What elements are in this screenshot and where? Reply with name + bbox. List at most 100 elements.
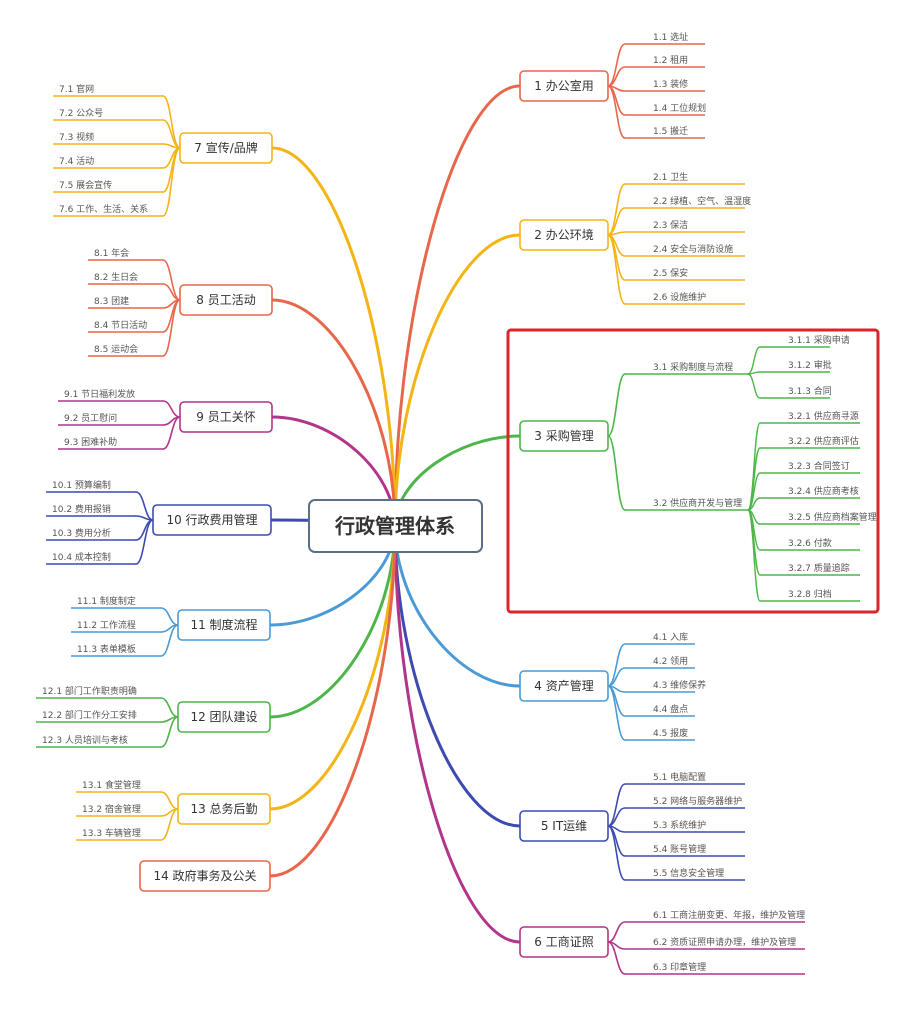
leaf-b11-0[interactable]: 11.1 制度制定 <box>71 595 161 609</box>
branch-b12[interactable]: 12 团队建设 <box>177 701 271 733</box>
branch-b6[interactable]: 6 工商证照 <box>519 926 609 958</box>
central-topic[interactable]: 行政管理体系 <box>308 499 483 553</box>
leaf-b3-1-7[interactable]: 3.2.8 归档 <box>760 588 860 602</box>
leaf-b8-3[interactable]: 8.4 节日活动 <box>88 319 163 333</box>
leaf-b7-1[interactable]: 7.2 公众号 <box>53 108 163 121</box>
leaf-b5-2[interactable]: 5.3 系统维护 <box>625 819 745 833</box>
leaf-b11-1[interactable]: 11.2 工作流程 <box>71 619 161 633</box>
leaf-b8-4[interactable]: 8.5 运动会 <box>88 343 163 357</box>
leaf-b3-0-2[interactable]: 3.1.3 合同 <box>760 385 832 399</box>
leaf-b8-0[interactable]: 8.1 年会 <box>88 247 163 261</box>
branch-b11[interactable]: 11 制度流程 <box>177 609 271 641</box>
leaf-connector-b3-0-0 <box>747 346 761 375</box>
leaf-b3-1-2[interactable]: 3.2.3 合同签订 <box>760 460 860 474</box>
branch-b4[interactable]: 4 资产管理 <box>519 670 609 702</box>
branch-b13[interactable]: 13 总务后勤 <box>177 793 271 825</box>
leaf-b9-1[interactable]: 9.2 员工慰问 <box>58 412 163 426</box>
leaf-b6-2[interactable]: 6.3 印章管理 <box>625 961 805 975</box>
branch-b2[interactable]: 2 办公环境 <box>519 219 609 251</box>
subtopic-b3-0[interactable]: 3.1 采购制度与流程 <box>625 361 748 375</box>
branch-b9[interactable]: 9 员工关怀 <box>179 401 273 433</box>
leaf-b7-0[interactable]: 7.1 官网 <box>53 83 163 97</box>
leaf-b3-1-0[interactable]: 3.2.1 供应商寻源 <box>760 410 860 424</box>
leaf-b8-2[interactable]: 8.3 团建 <box>88 295 163 309</box>
leaf-b1-3[interactable]: 1.4 工位规划 <box>625 102 706 116</box>
branch-connector-b13 <box>268 524 397 811</box>
leaf-connector-b3-1-7 <box>747 509 761 602</box>
leaf-b5-0[interactable]: 5.1 电脑配置 <box>625 771 745 785</box>
branch-b7[interactable]: 7 宣传/品牌 <box>179 132 273 164</box>
leaf-b8-1[interactable]: 8.2 生日会 <box>88 271 163 285</box>
leaf-b2-5-label: 2.6 设施维护 <box>653 291 706 303</box>
leaf-b10-1[interactable]: 10.2 费用报销 <box>46 503 136 517</box>
leaf-b3-1-2-label: 3.2.3 合同签订 <box>788 460 850 472</box>
leaf-b7-4[interactable]: 7.5 展会宣传 <box>53 179 163 193</box>
leaf-b3-1-4[interactable]: 3.2.5 供应商档案管理 <box>760 511 877 525</box>
leaf-b13-2[interactable]: 13.3 车辆管理 <box>76 827 161 841</box>
leaf-b13-1[interactable]: 13.2 宿舍管理 <box>76 803 161 817</box>
leaf-b10-2[interactable]: 10.3 费用分析 <box>46 527 136 541</box>
leaf-b4-0-label: 4.1 入库 <box>653 631 688 643</box>
branch-connector-b1 <box>393 84 522 528</box>
leaf-b7-2[interactable]: 7.3 视频 <box>53 131 163 145</box>
leaf-b5-1[interactable]: 5.2 网络与服务器维护 <box>625 795 745 809</box>
branch-b6-label: 6 工商证照 <box>534 934 593 949</box>
leaf-connector-b9-0 <box>162 400 181 418</box>
leaf-b7-5[interactable]: 7.6 工作、生活、关系 <box>53 203 163 217</box>
leaf-b9-0[interactable]: 9.1 节日福利发放 <box>58 388 163 402</box>
leaf-b2-2[interactable]: 2.3 保洁 <box>625 219 745 233</box>
leaf-b2-1[interactable]: 2.2 绿植、空气、温湿度 <box>625 195 751 209</box>
leaf-b12-2[interactable]: 12.3 人员培训与考核 <box>36 734 161 748</box>
leaf-b11-1-label: 11.2 工作流程 <box>77 619 136 631</box>
leaf-b5-4[interactable]: 5.5 信息安全管理 <box>625 867 745 881</box>
leaf-b12-0[interactable]: 12.1 部门工作职责明确 <box>36 685 161 699</box>
branch-b8[interactable]: 8 员工活动 <box>179 284 273 316</box>
leaf-b1-2[interactable]: 1.3 装修 <box>625 78 705 92</box>
branch-b10[interactable]: 10 行政费用管理 <box>152 504 272 536</box>
leaf-connector-b3-0-2 <box>747 373 761 399</box>
leaf-b3-0-1[interactable]: 3.1.2 审批 <box>760 359 832 373</box>
leaf-b4-3[interactable]: 4.4 盘点 <box>625 703 695 717</box>
leaf-b3-1-1[interactable]: 3.2.2 供应商评估 <box>760 435 860 449</box>
leaf-b2-5[interactable]: 2.6 设施维护 <box>625 291 745 305</box>
leaf-b7-3[interactable]: 7.4 活动 <box>53 155 163 169</box>
leaf-b3-1-5[interactable]: 3.2.6 付款 <box>760 537 860 551</box>
leaf-b12-1[interactable]: 12.2 部门工作分工安排 <box>36 709 161 723</box>
leaf-b1-4[interactable]: 1.5 搬迁 <box>625 125 705 139</box>
leaf-b10-3-label: 10.4 成本控制 <box>52 551 111 563</box>
leaf-b3-1-3[interactable]: 3.2.4 供应商考核 <box>760 485 860 499</box>
branch-b3[interactable]: 3 采购管理 <box>519 420 609 452</box>
leaf-b5-3[interactable]: 5.4 账号管理 <box>625 843 745 857</box>
leaf-b4-0[interactable]: 4.1 入库 <box>625 631 695 645</box>
leaf-b13-0[interactable]: 13.1 食堂管理 <box>76 779 161 793</box>
leaf-b13-2-label: 13.3 车辆管理 <box>82 827 141 839</box>
leaf-b3-1-3-label: 3.2.4 供应商考核 <box>788 485 859 497</box>
leaf-b3-1-4-label: 3.2.5 供应商档案管理 <box>788 511 877 523</box>
leaf-b10-0[interactable]: 10.1 预算编制 <box>46 479 136 493</box>
leaf-b1-0[interactable]: 1.1 选址 <box>625 31 705 45</box>
branch-b5[interactable]: 5 IT运维 <box>519 810 609 842</box>
leaf-b3-0-0[interactable]: 3.1.1 采购申请 <box>760 334 850 348</box>
leaf-b4-1[interactable]: 4.2 领用 <box>625 655 695 669</box>
subtopic-b3-1[interactable]: 3.2 供应商开发与管理 <box>625 497 748 511</box>
leaf-b4-4[interactable]: 4.5 报废 <box>625 727 695 741</box>
leaf-b11-2[interactable]: 11.3 表单模板 <box>71 643 161 657</box>
leaf-b10-3[interactable]: 10.4 成本控制 <box>46 551 136 565</box>
leaf-b3-1-6[interactable]: 3.2.7 质量追踪 <box>760 562 860 576</box>
leaf-b6-1[interactable]: 6.2 资质证照申请办理，维护及管理 <box>625 936 805 950</box>
leaf-b2-0[interactable]: 2.1 卫生 <box>625 171 745 185</box>
leaf-b4-2[interactable]: 4.3 维修保养 <box>625 679 706 693</box>
branch-b1-label: 1 办公室用 <box>534 78 593 93</box>
leaf-connector-b3-1-0 <box>747 422 761 511</box>
leaf-b4-3-label: 4.4 盘点 <box>653 703 688 715</box>
leaf-b2-4[interactable]: 2.5 保安 <box>625 267 745 281</box>
leaf-b9-2[interactable]: 9.3 困难补助 <box>58 436 163 450</box>
branch-b1[interactable]: 1 办公室用 <box>519 70 609 102</box>
branch-b14[interactable]: 14 政府事务及公关 <box>139 860 271 892</box>
leaf-b6-0[interactable]: 6.1 工商注册变更、年报，维护及管理 <box>625 909 805 923</box>
leaf-connector-b2-5 <box>607 234 626 305</box>
leaf-b5-2-label: 5.3 系统维护 <box>653 819 706 831</box>
leaf-b2-3[interactable]: 2.4 安全与消防设施 <box>625 243 745 257</box>
branch-b8-label: 8 员工活动 <box>196 293 255 307</box>
leaf-b1-1[interactable]: 1.2 租用 <box>625 55 705 68</box>
